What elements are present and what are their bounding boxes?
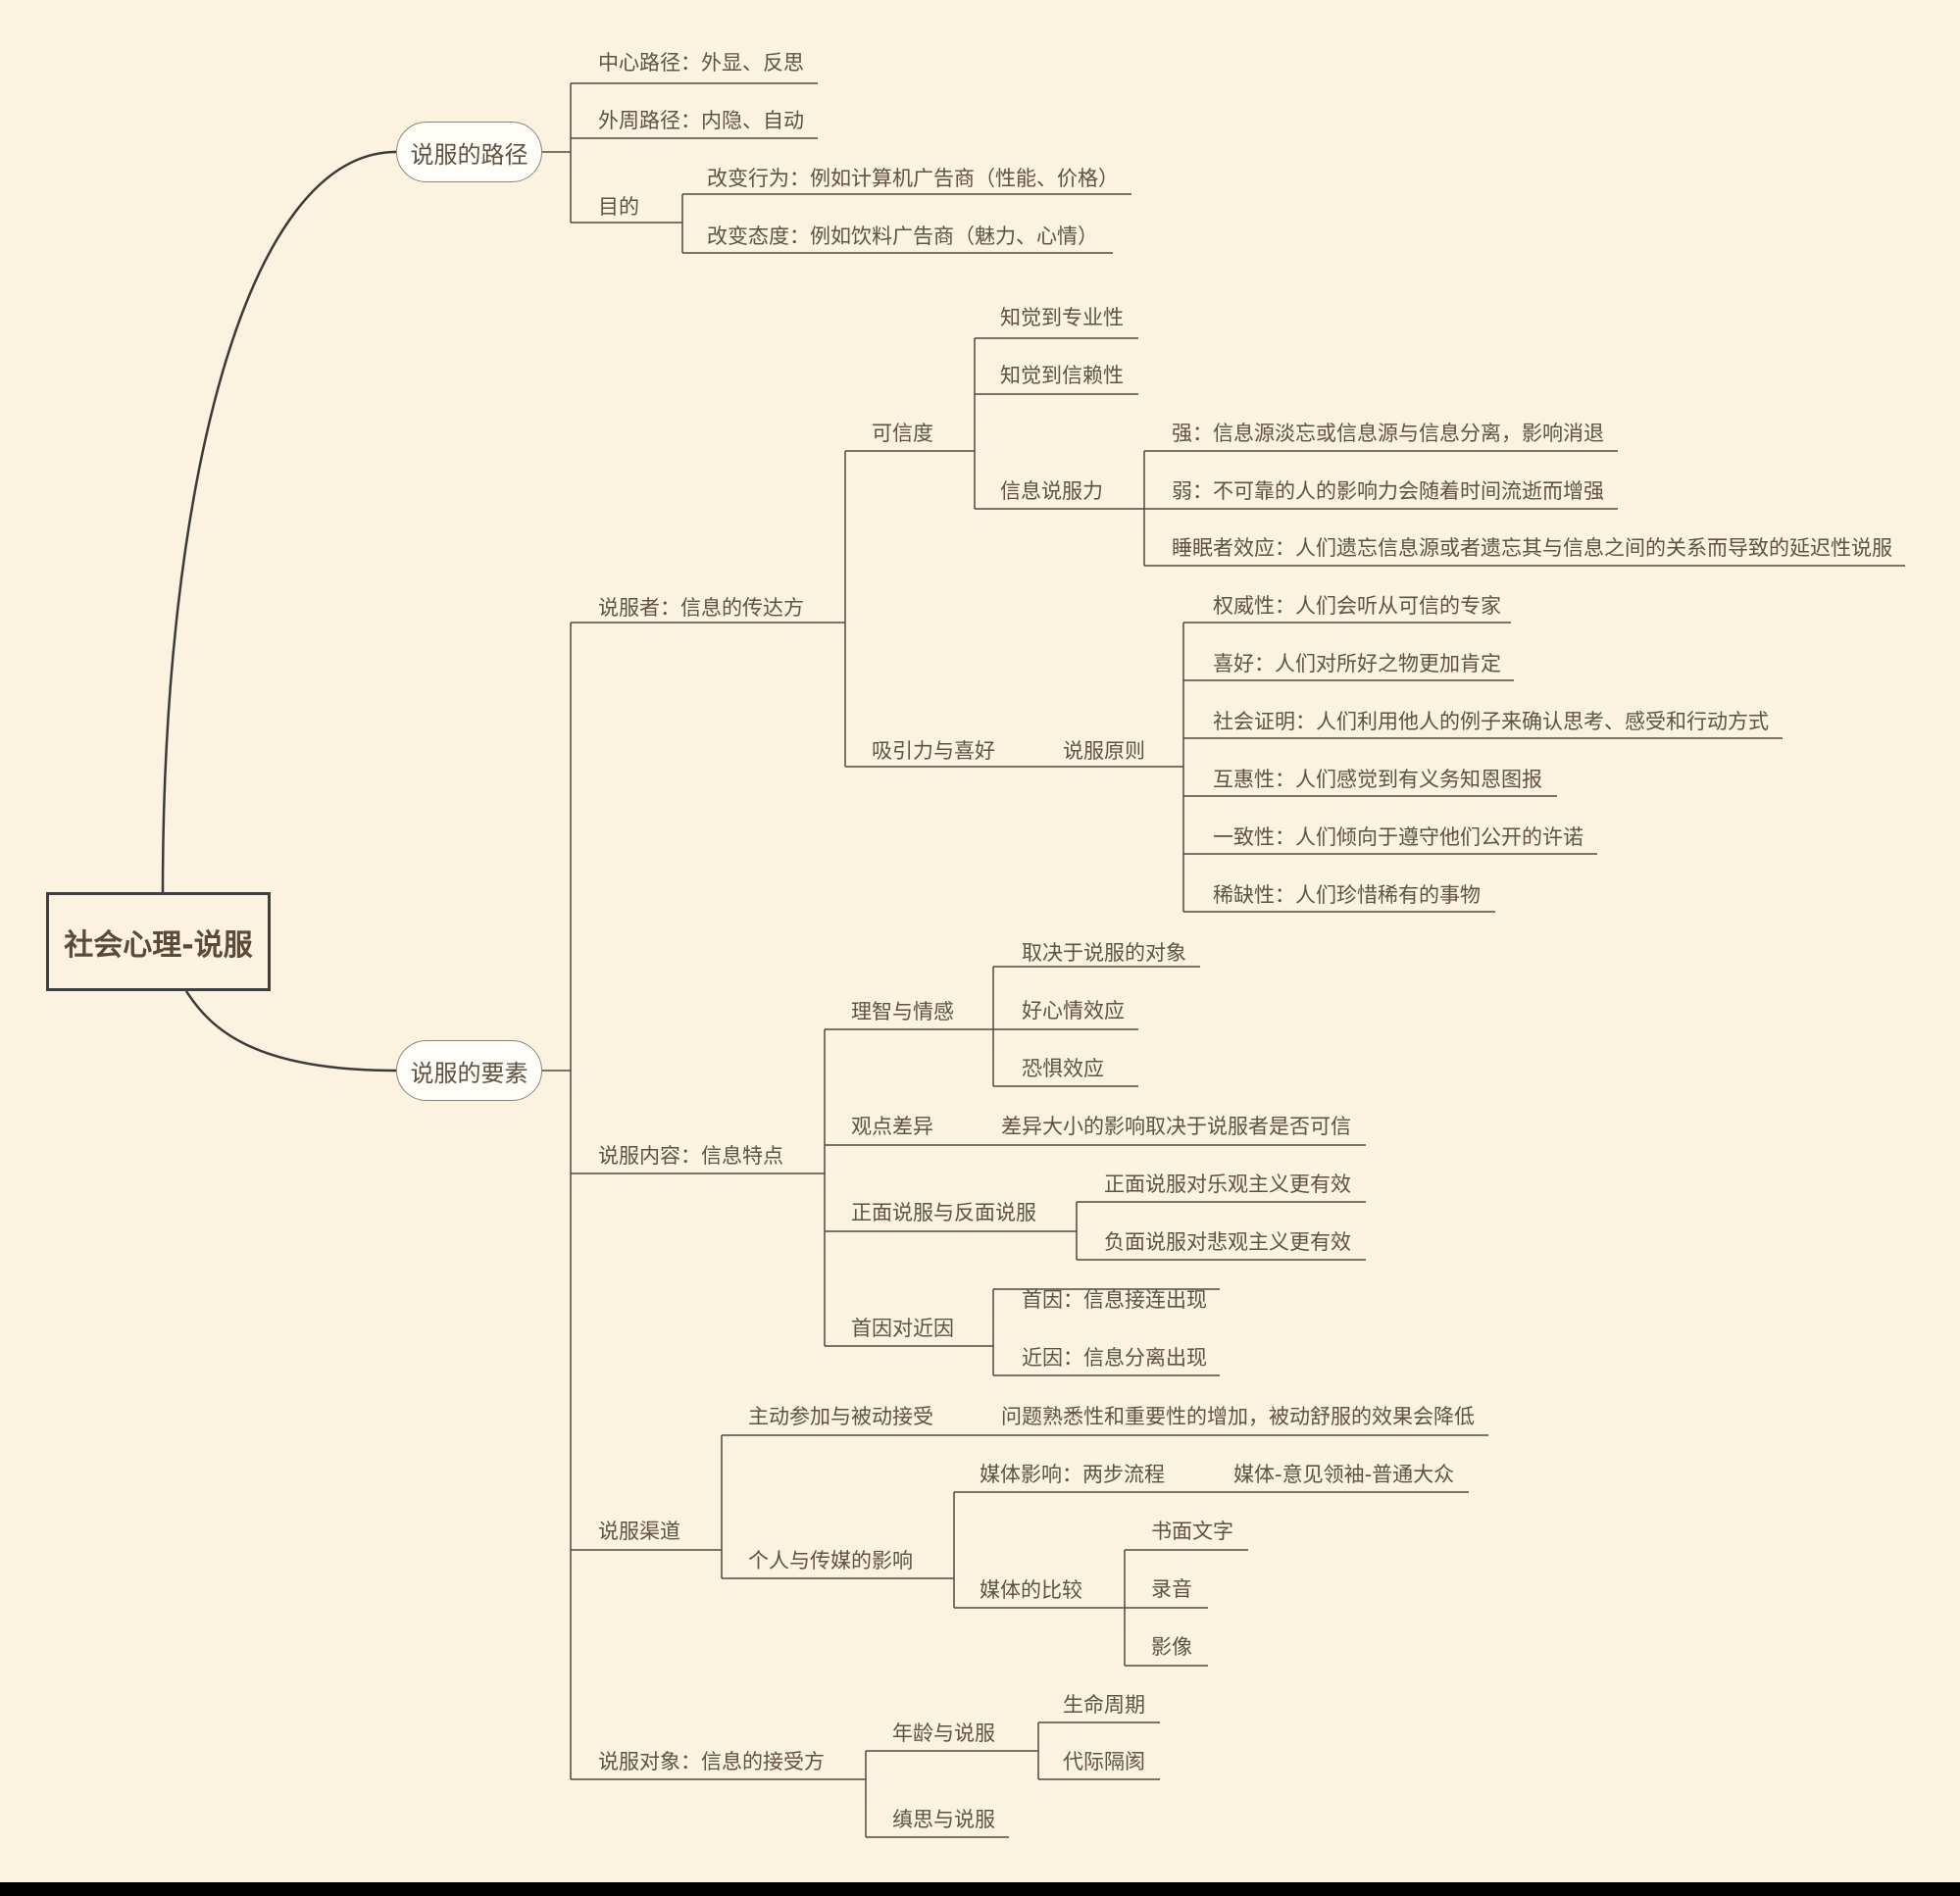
node-expertise[interactable]: 知觉到专业性: [1000, 306, 1124, 329]
node-written[interactable]: 书面文字: [1151, 1520, 1233, 1543]
node-primacy[interactable]: 首因：信息接连出现: [1022, 1288, 1207, 1312]
topic-persuasion-path[interactable]: 说服的路径: [396, 122, 542, 182]
node-fear[interactable]: 恐惧效应: [1022, 1057, 1104, 1080]
node-power-strong[interactable]: 强：信息源淡忘或信息源与信息分离，影响消退: [1172, 422, 1604, 445]
node-recency[interactable]: 近因：信息分离出现: [1022, 1346, 1207, 1370]
node-positive-optimist[interactable]: 正面说服对乐观主义更有效: [1104, 1173, 1351, 1196]
node-power-weak[interactable]: 弱：不可靠的人的影响力会随着时间流逝而增强: [1172, 479, 1604, 503]
node-negative-pessimist[interactable]: 负面说服对悲观主义更有效: [1104, 1230, 1351, 1254]
node-depends-audience[interactable]: 取决于说服的对象: [1022, 941, 1186, 965]
node-thoughtfulness[interactable]: 缜思与说服: [892, 1808, 995, 1831]
root-topic[interactable]: 社会心理-说服: [46, 892, 271, 991]
node-personal-media[interactable]: 个人与传媒的影响: [748, 1549, 913, 1572]
node-media-compare[interactable]: 媒体的比较: [980, 1578, 1082, 1602]
node-sleeper-effect[interactable]: 睡眠者效应：人们遗忘信息源或者遗忘其与信息之间的关系而导致的延迟性说服: [1172, 536, 1892, 560]
node-generation-gap[interactable]: 代际隔阂: [1063, 1750, 1145, 1773]
node-principle-authority[interactable]: 权威性：人们会听从可信的专家: [1213, 594, 1501, 618]
node-channel[interactable]: 说服渠道: [598, 1520, 680, 1543]
node-credibility[interactable]: 可信度: [872, 422, 933, 445]
node-media-influence[interactable]: 媒体影响：两步流程: [980, 1463, 1165, 1486]
node-audio[interactable]: 录音: [1151, 1577, 1192, 1601]
node-discrepancy[interactable]: 观点差异: [851, 1115, 933, 1138]
node-change-attitude[interactable]: 改变态度：例如饮料广告商（魅力、心情）: [707, 225, 1098, 248]
node-content[interactable]: 说服内容：信息特点: [598, 1144, 783, 1168]
node-attractiveness[interactable]: 吸引力与喜好: [872, 739, 995, 763]
node-purpose[interactable]: 目的: [598, 195, 639, 219]
node-active-passive[interactable]: 主动参加与被动接受: [748, 1405, 933, 1428]
node-one-two-sided[interactable]: 正面说服与反面说服: [851, 1201, 1036, 1224]
node-active-passive-detail[interactable]: 问题熟悉性和重要性的增加，被动舒服的效果会降低: [1001, 1405, 1475, 1428]
node-life-cycle[interactable]: 生命周期: [1063, 1693, 1145, 1717]
node-principle-consistency[interactable]: 一致性：人们倾向于遵守他们公开的许诺: [1213, 825, 1583, 849]
node-good-mood[interactable]: 好心情效应: [1022, 999, 1125, 1023]
node-change-behavior[interactable]: 改变行为：例如计算机广告商（性能、价格）: [707, 167, 1119, 190]
node-primacy-recency[interactable]: 首因对近因: [851, 1317, 954, 1340]
node-media-flow[interactable]: 媒体-意见领袖-普通大众: [1233, 1463, 1455, 1486]
node-age[interactable]: 年龄与说服: [892, 1721, 995, 1745]
node-message-power[interactable]: 信息说服力: [1000, 479, 1103, 503]
node-principles[interactable]: 说服原则: [1063, 739, 1145, 763]
node-communicator[interactable]: 说服者：信息的传达方: [598, 596, 804, 620]
node-video[interactable]: 影像: [1151, 1635, 1192, 1659]
node-principle-scarcity[interactable]: 稀缺性：人们珍惜稀有的事物: [1213, 883, 1481, 907]
node-trustworthiness[interactable]: 知觉到信赖性: [1000, 364, 1124, 387]
node-central-route[interactable]: 中心路径：外显、反思: [598, 51, 804, 75]
topic-persuasion-elements[interactable]: 说服的要素: [396, 1040, 542, 1101]
node-audience[interactable]: 说服对象：信息的接受方: [598, 1750, 825, 1773]
node-principle-reciprocity[interactable]: 互惠性：人们感觉到有义务知恩图报: [1213, 768, 1542, 791]
node-peripheral-route[interactable]: 外周路径：内隐、自动: [598, 109, 804, 132]
node-reason-emotion[interactable]: 理智与情感: [851, 1000, 954, 1023]
node-discrepancy-detail[interactable]: 差异大小的影响取决于说服者是否可信: [1001, 1115, 1351, 1138]
node-principle-social-proof[interactable]: 社会证明：人们利用他人的例子来确认思考、感受和行动方式: [1213, 710, 1769, 733]
node-principle-liking[interactable]: 喜好：人们对所好之物更加肯定: [1213, 652, 1501, 675]
